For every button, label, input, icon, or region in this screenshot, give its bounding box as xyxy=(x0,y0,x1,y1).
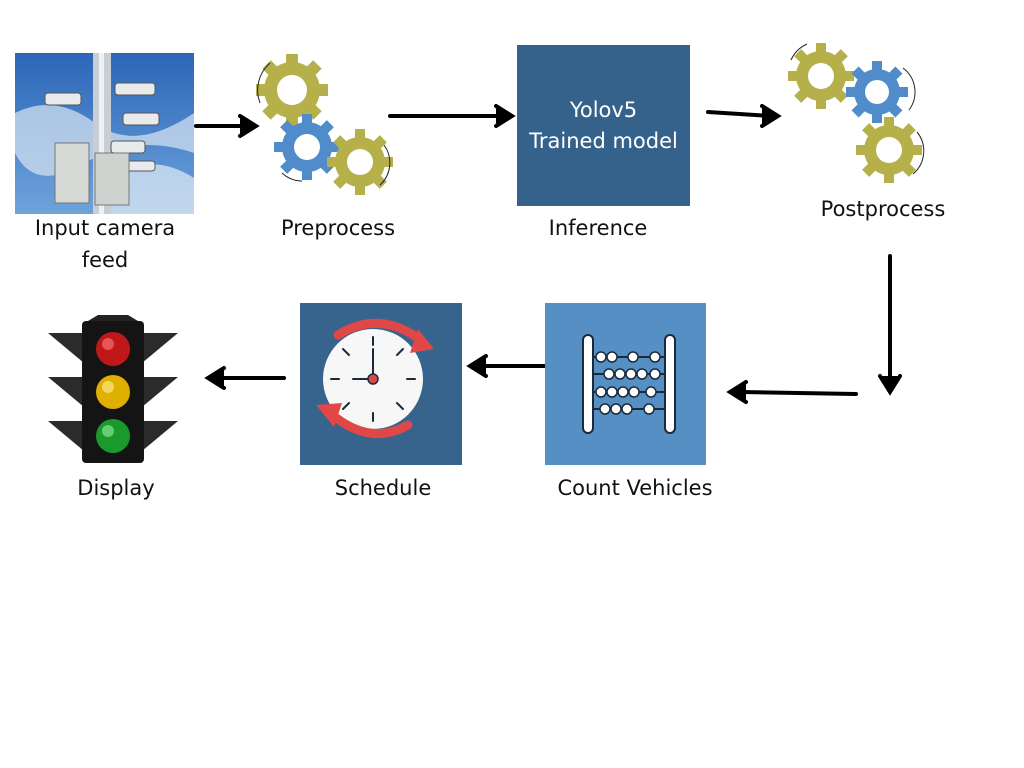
model-box-line1: Yolov5 xyxy=(569,97,638,122)
label-count-vehicles: Count Vehicles xyxy=(557,476,713,500)
label-display: Display xyxy=(77,476,155,500)
arrow-inference-to-postprocess xyxy=(706,110,772,118)
label-inference: Inference xyxy=(548,216,648,240)
model-box-line2: Trained model xyxy=(529,128,678,153)
label-schedule: Schedule xyxy=(334,476,432,500)
label-input-camera-feed: Input camera feed xyxy=(34,216,176,272)
abacus-icon xyxy=(582,334,676,434)
label-postprocess: Postprocess xyxy=(820,197,946,221)
arrow-down-to-count xyxy=(738,390,858,396)
schedule-box xyxy=(300,303,462,465)
traffic-light-icon xyxy=(48,315,178,463)
preprocess-gears-icon xyxy=(256,54,393,195)
postprocess-gears-icon xyxy=(788,43,925,183)
input-camera-photo xyxy=(15,53,194,214)
label-preprocess: Preprocess xyxy=(280,216,396,240)
yolov5-model-box: Yolov5 Trained model xyxy=(517,45,690,206)
count-vehicles-box xyxy=(545,303,706,465)
clock-refresh-icon xyxy=(316,318,434,439)
